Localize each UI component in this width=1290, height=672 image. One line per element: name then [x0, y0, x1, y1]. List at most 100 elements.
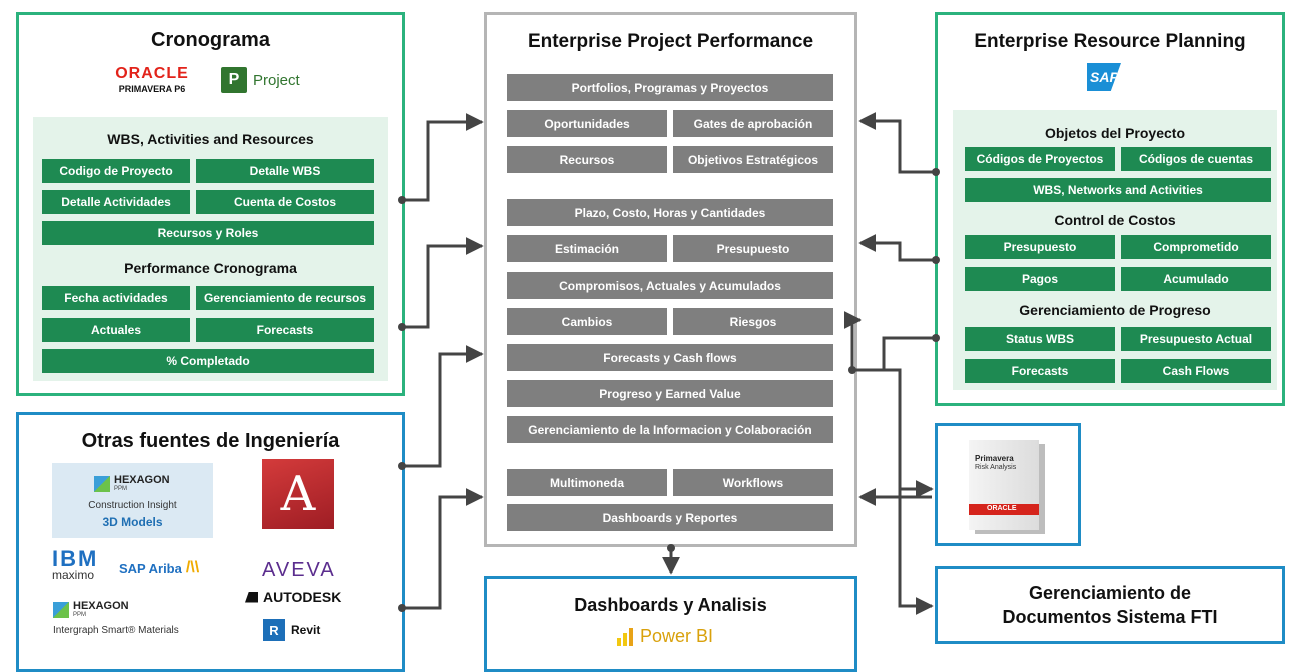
connector-epp-risk	[852, 368, 934, 498]
epp-gates: Gates de aprobación	[673, 110, 833, 137]
presupuesto-actual: Presupuesto Actual	[1121, 327, 1271, 351]
autodesk-logo: AUTODESK	[245, 589, 341, 605]
erp-presupuesto: Presupuesto	[965, 235, 1115, 259]
sap-ariba-text: SAP Ariba	[119, 560, 182, 576]
connector-otras-1	[402, 345, 484, 468]
connector-erp-costos	[858, 234, 936, 262]
hexagon2-text-group: HEXAGON PPM	[73, 601, 129, 619]
models-3d: 3D Models	[102, 515, 163, 529]
powerbi-text: Power BI	[640, 626, 714, 646]
documentos-line1: Gerenciamiento de	[1028, 583, 1192, 603]
connector-epp-documentos	[852, 368, 934, 615]
epp-portfolios: Portfolios, Programas y Proyectos	[507, 74, 833, 101]
epp-cambios: Cambios	[507, 308, 667, 335]
sap-logo-box: SAP	[1087, 63, 1121, 91]
hexagon1-icon	[94, 476, 110, 492]
epp-panel: Enterprise Project Performance Portfolio…	[484, 12, 857, 547]
hexagon-construction-logo: HEXAGON PPM Construction Insight 3D Mode…	[52, 463, 213, 538]
connector-cronograma-wbs	[402, 113, 484, 202]
erp-acumulado: Acumulado	[1121, 267, 1271, 291]
detalle-actividades: Detalle Actividades	[42, 190, 190, 214]
hexagon2-name: HEXAGON	[73, 600, 129, 612]
porcentaje-completado: % Completado	[42, 349, 374, 373]
codigos-cuentas: Códigos de cuentas	[1121, 147, 1271, 171]
erp-cash-flows: Cash Flows	[1121, 359, 1271, 383]
revit-logo: R Revit	[263, 619, 320, 641]
otras-fuentes-title: Otras fuentes de Ingeniería	[81, 430, 340, 452]
connector-otras-2	[402, 488, 484, 610]
documentos-panel: Gerenciamiento de Documentos Sistema FTI	[935, 566, 1285, 644]
actuales: Actuales	[42, 318, 190, 342]
powerbi-logo: Power BI	[617, 626, 713, 646]
erp-pagos: Pagos	[965, 267, 1115, 291]
connector-erp-progreso	[852, 336, 936, 372]
ms-project-logo: P Project	[221, 67, 300, 93]
connector-erp-objetos	[858, 112, 936, 174]
connector-cronograma-performance	[402, 237, 484, 329]
otras-fuentes-panel: Otras fuentes de Ingeniería HEXAGON PPM …	[16, 412, 405, 672]
risk-oracle-text: ORACLE	[987, 505, 1017, 512]
cronograma-panel: Cronograma ORACLE PRIMAVERA P6 P Project…	[16, 12, 405, 396]
erp-inner: Objetos del Proyecto Códigos de Proyecto…	[953, 110, 1277, 390]
recursos-roles: Recursos y Roles	[42, 221, 374, 245]
hexagon1-ppm: PPM	[114, 486, 128, 492]
hexagon1-text-group: HEXAGON PPM	[114, 475, 170, 493]
epp-title: Enterprise Project Performance	[527, 31, 814, 52]
documentos-line2: Documentos Sistema FTI	[1002, 607, 1218, 627]
oracle-primavera-logo: ORACLE PRIMAVERA P6	[107, 65, 197, 94]
ariba-mark-icon: /\\	[185, 559, 200, 576]
autodesk-text: AUTODESK	[263, 589, 342, 605]
epp-forecasts: Forecasts y Cash flows	[507, 344, 833, 371]
forecasts: Forecasts	[196, 318, 374, 342]
epp-gerenciamiento-info: Gerenciamiento de la Informacion y Colab…	[507, 416, 833, 443]
ibm-text: IBM	[52, 546, 99, 571]
dashboards-panel: Dashboards y Analisis Power BI	[484, 576, 857, 672]
wbs-section-title: WBS, Activities and Resources	[107, 131, 314, 147]
epp-plazo: Plazo, Costo, Horas y Cantidades	[507, 199, 833, 226]
epp-riesgos: Riesgos	[673, 308, 833, 335]
risk-analysis-panel: Primavera Risk Analysis ORACLE	[935, 423, 1081, 546]
sap-ariba-logo: SAP Ariba /\\	[119, 559, 199, 577]
revit-icon: R	[263, 619, 285, 641]
hexagon2-row: HEXAGON PPM	[53, 601, 179, 619]
epp-compromisos: Compromisos, Actuales y Acumulados	[507, 272, 833, 299]
dashboards-title: Dashboards y Analisis	[574, 595, 767, 615]
cronograma-title: Cronograma	[151, 29, 270, 51]
objetos-section-title: Objetos del Proyecto	[1044, 125, 1186, 141]
wbs-networks: WBS, Networks and Activities	[965, 178, 1271, 202]
maximo-text: maximo	[52, 568, 95, 582]
fecha-actividades: Fecha actividades	[42, 286, 190, 310]
epp-multimoneda: Multimoneda	[507, 469, 667, 496]
detalle-wbs: Detalle WBS	[196, 159, 374, 183]
autocad-icon: A	[262, 459, 334, 529]
autodesk-mark-icon	[245, 591, 258, 603]
progreso-section-title: Gerenciamiento de Progreso	[1019, 302, 1211, 318]
epp-recursos: Recursos	[507, 146, 667, 173]
aveva-logo: AVEVA	[262, 559, 336, 581]
erp-comprometido: Comprometido	[1121, 235, 1271, 259]
hexagon2-icon	[53, 602, 69, 618]
gerenciamiento-recursos: Gerenciamiento de recursos	[196, 286, 374, 310]
ibm-maximo-logo: IBM maximo	[52, 546, 99, 582]
powerbi-bar	[623, 633, 627, 646]
revit-text: Revit	[291, 623, 321, 637]
risk-line1: Primavera	[975, 454, 1014, 463]
hexagon1-row: HEXAGON PPM	[94, 475, 170, 493]
hexagon1-name: HEXAGON	[114, 474, 170, 486]
control-costos-title: Control de Costos	[1054, 212, 1176, 228]
risk-analysis-box: Primavera Risk Analysis ORACLE	[969, 440, 1039, 530]
erp-title: Enterprise Resource Planning	[974, 31, 1246, 52]
cuenta-costos: Cuenta de Costos	[196, 190, 374, 214]
epp-workflows: Workflows	[673, 469, 833, 496]
epp-dashboards: Dashboards y Reportes	[507, 504, 833, 531]
performance-section-title: Performance Cronograma	[124, 260, 297, 276]
powerbi-bar	[617, 638, 621, 646]
risk-oracle-band: ORACLE	[969, 504, 1039, 515]
oracle-logo-sub: PRIMAVERA P6	[118, 84, 186, 94]
erp-forecasts: Forecasts	[965, 359, 1115, 383]
risk-line2: Risk Analysis	[975, 464, 1017, 471]
epp-objetivos: Objetivos Estratégicos	[673, 146, 833, 173]
epp-presupuesto: Presupuesto	[673, 235, 833, 262]
sap-logo-label: SAP	[1090, 69, 1119, 85]
hexagon1-sub: Construction Insight	[88, 500, 177, 511]
